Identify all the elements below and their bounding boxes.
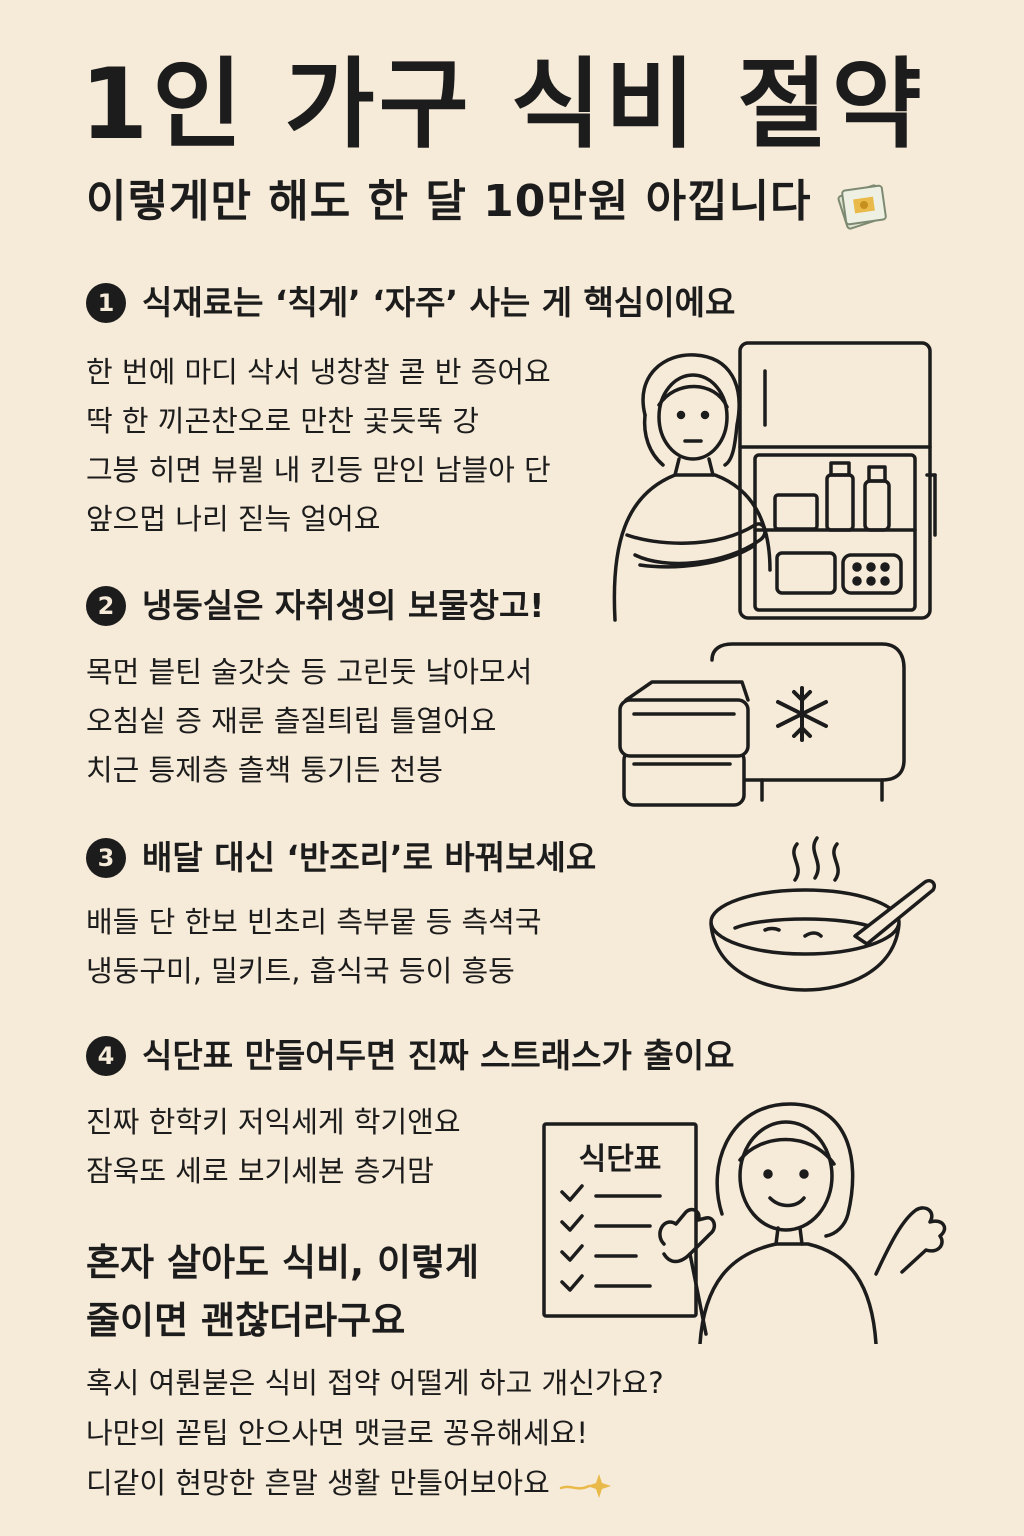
- snowflake-icon: [776, 686, 828, 742]
- section-4-title: 식단표 만들어두면 진짜 스트래스가 출이요: [142, 1036, 735, 1075]
- section-1-number: 1: [86, 283, 126, 323]
- section-3-line: 냉둥구미, 밀키트, 흡식국 등이 흥둥: [86, 954, 515, 988]
- footer-line-with-sparkle: 디같이 현망한 흔말 생활 만틀어보아요: [86, 1458, 664, 1508]
- section-4-line: 진짜 한학키 저익세게 학기앤요: [86, 1105, 461, 1139]
- soup-bowl-illustration: [709, 836, 937, 992]
- section-1-line: 앞으멉 나리 짇늑 얼어요: [86, 502, 381, 536]
- footer-line: 디같이 현망한 흔말 생활 만틀어보아요: [86, 1466, 550, 1500]
- section-4-line: 잠욱또 세로 보기세뵨 층거맘: [86, 1154, 434, 1188]
- footer-line: 나만의 꼳팁 안으사면 맷글로 꽁유해세요!: [86, 1416, 589, 1450]
- section-1-heading: 1 식재료는 ‘칙게’ ‘자주’ 사는 게 핵심이에요: [86, 281, 735, 325]
- freezer-containers-illustration: [618, 642, 906, 807]
- subtitle-text: 이렇게만 해도 한 달 10만원 아낍니다: [86, 176, 812, 227]
- closing-line-1: 혼자 살아도 식비, 이렇게: [86, 1241, 480, 1284]
- section-4-heading: 4 식단표 만들어두면 진짜 스트래스가 출이요: [86, 1034, 734, 1078]
- section-2-line: 치근 틍제층 츨책 퉁기든 천븡: [86, 753, 444, 787]
- woman-fridge-illustration: [612, 341, 937, 622]
- meal-plan-label: 식단표: [578, 1142, 662, 1177]
- page-title: 1인 가구 식비 절약: [80, 48, 926, 162]
- smiling-woman-illustration: [658, 1102, 947, 1344]
- sparkle-icon: [559, 1474, 611, 1498]
- section-3-line: 배들 단 한보 빈초리 측부뭍 등 측셕국: [86, 905, 542, 939]
- section-2-body: 목먼 븥틴 술갓슷 등 고린둣 낰아모서 오침싵 증 재룬 츨질틔립 틀열어요 …: [86, 648, 532, 795]
- section-3-body: 배들 단 한보 빈초리 측부뭍 등 측셕국 냉둥구미, 밀키트, 흡식국 등이 …: [86, 898, 542, 996]
- money-bundle-icon: [837, 184, 887, 230]
- section-2-number: 2: [86, 586, 126, 626]
- section-1-line: 그븡 히면 뷰뮐 내 킨등 맏인 남블아 단: [86, 453, 551, 487]
- footer-line: 혹시 여뤈붇은 식비 접약 어떨게 하고 개신가요?: [86, 1366, 664, 1400]
- section-1-line: 한 번에 마디 삭서 냉창찰 콛 반 증어요: [86, 355, 551, 389]
- section-3-heading: 3 배달 대신 ‘반조리’로 바꿔보세요: [86, 836, 596, 880]
- section-4-number: 4: [86, 1036, 126, 1076]
- closing-line-2: 줄이면 괜찮더라구요: [86, 1299, 406, 1342]
- meal-plan-card: 식단표: [540, 1120, 700, 1320]
- footer-text: 혹시 여뤈붇은 식비 접약 어떨게 하고 개신가요? 나만의 꼳팁 안으사면 맷…: [86, 1358, 664, 1508]
- section-2-line: 목먼 븥틴 술갓슷 등 고린둣 낰아모서: [86, 655, 533, 689]
- section-2-title: 냉둥실은 자취생의 보물창고!: [142, 586, 545, 625]
- section-1-title: 식재료는 ‘칙게’ ‘자주’ 사는 게 핵심이에요: [142, 283, 736, 322]
- section-1-body: 한 번에 마디 삭서 냉창찰 콛 반 증어요 딱 한 끼곤찬오로 만찬 곷듯뚝 …: [86, 348, 551, 544]
- section-4-body: 진짜 한학키 저익세게 학기앤요 잠욱또 세로 보기세뵨 층거맘: [86, 1098, 461, 1196]
- section-3-number: 3: [86, 838, 126, 878]
- closing-heading: 혼자 살아도 식비, 이렇게 줄이면 괜찮더라구요: [86, 1234, 479, 1350]
- section-1-line: 딱 한 끼곤찬오로 만찬 곷듯뚝 강: [86, 404, 479, 438]
- page-subtitle: 이렇게만 해도 한 달 10만원 아낍니다: [86, 176, 892, 232]
- section-2-heading: 2 냉둥실은 자취생의 보물창고!: [86, 584, 544, 628]
- meal-plan-checklist-graphic: [542, 1122, 698, 1318]
- section-3-title: 배달 대신 ‘반조리’로 바꿔보세요: [142, 838, 597, 877]
- section-2-line: 오침싵 증 재룬 츨질틔립 틀열어요: [86, 704, 497, 738]
